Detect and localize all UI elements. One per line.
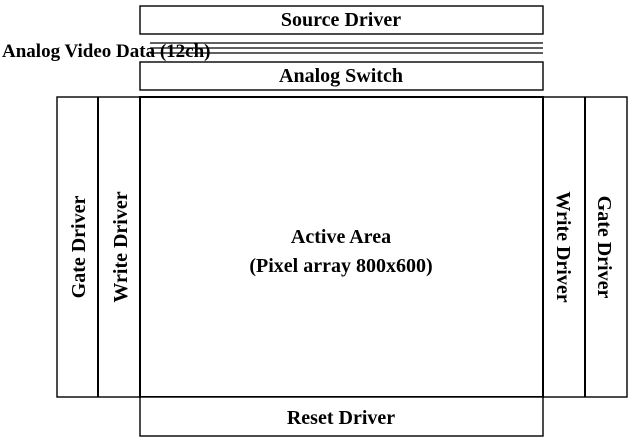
active-area-subtitle: (Pixel array 800x600): [249, 255, 432, 277]
panel-frame: [56, 96, 628, 398]
gate-driver-left-label: Gate Driver: [68, 196, 90, 299]
analog-video-data-label: Analog Video Data (12ch): [2, 41, 210, 62]
active-area-title: Active Area: [291, 226, 391, 248]
analog-switch-label: Analog Switch: [279, 65, 403, 87]
reset-driver-label: Reset Driver: [287, 407, 395, 429]
write-driver-right-label: Write Driver: [552, 191, 574, 302]
video-data-bus: [150, 42, 543, 54]
source-driver-block: [139, 5, 544, 35]
source-driver-label: Source Driver: [281, 9, 401, 31]
reset-driver-block: [139, 396, 544, 437]
gate-driver-right-label: Gate Driver: [593, 196, 615, 299]
write-driver-left-label: Write Driver: [110, 191, 132, 302]
analog-switch-block: [139, 61, 544, 91]
